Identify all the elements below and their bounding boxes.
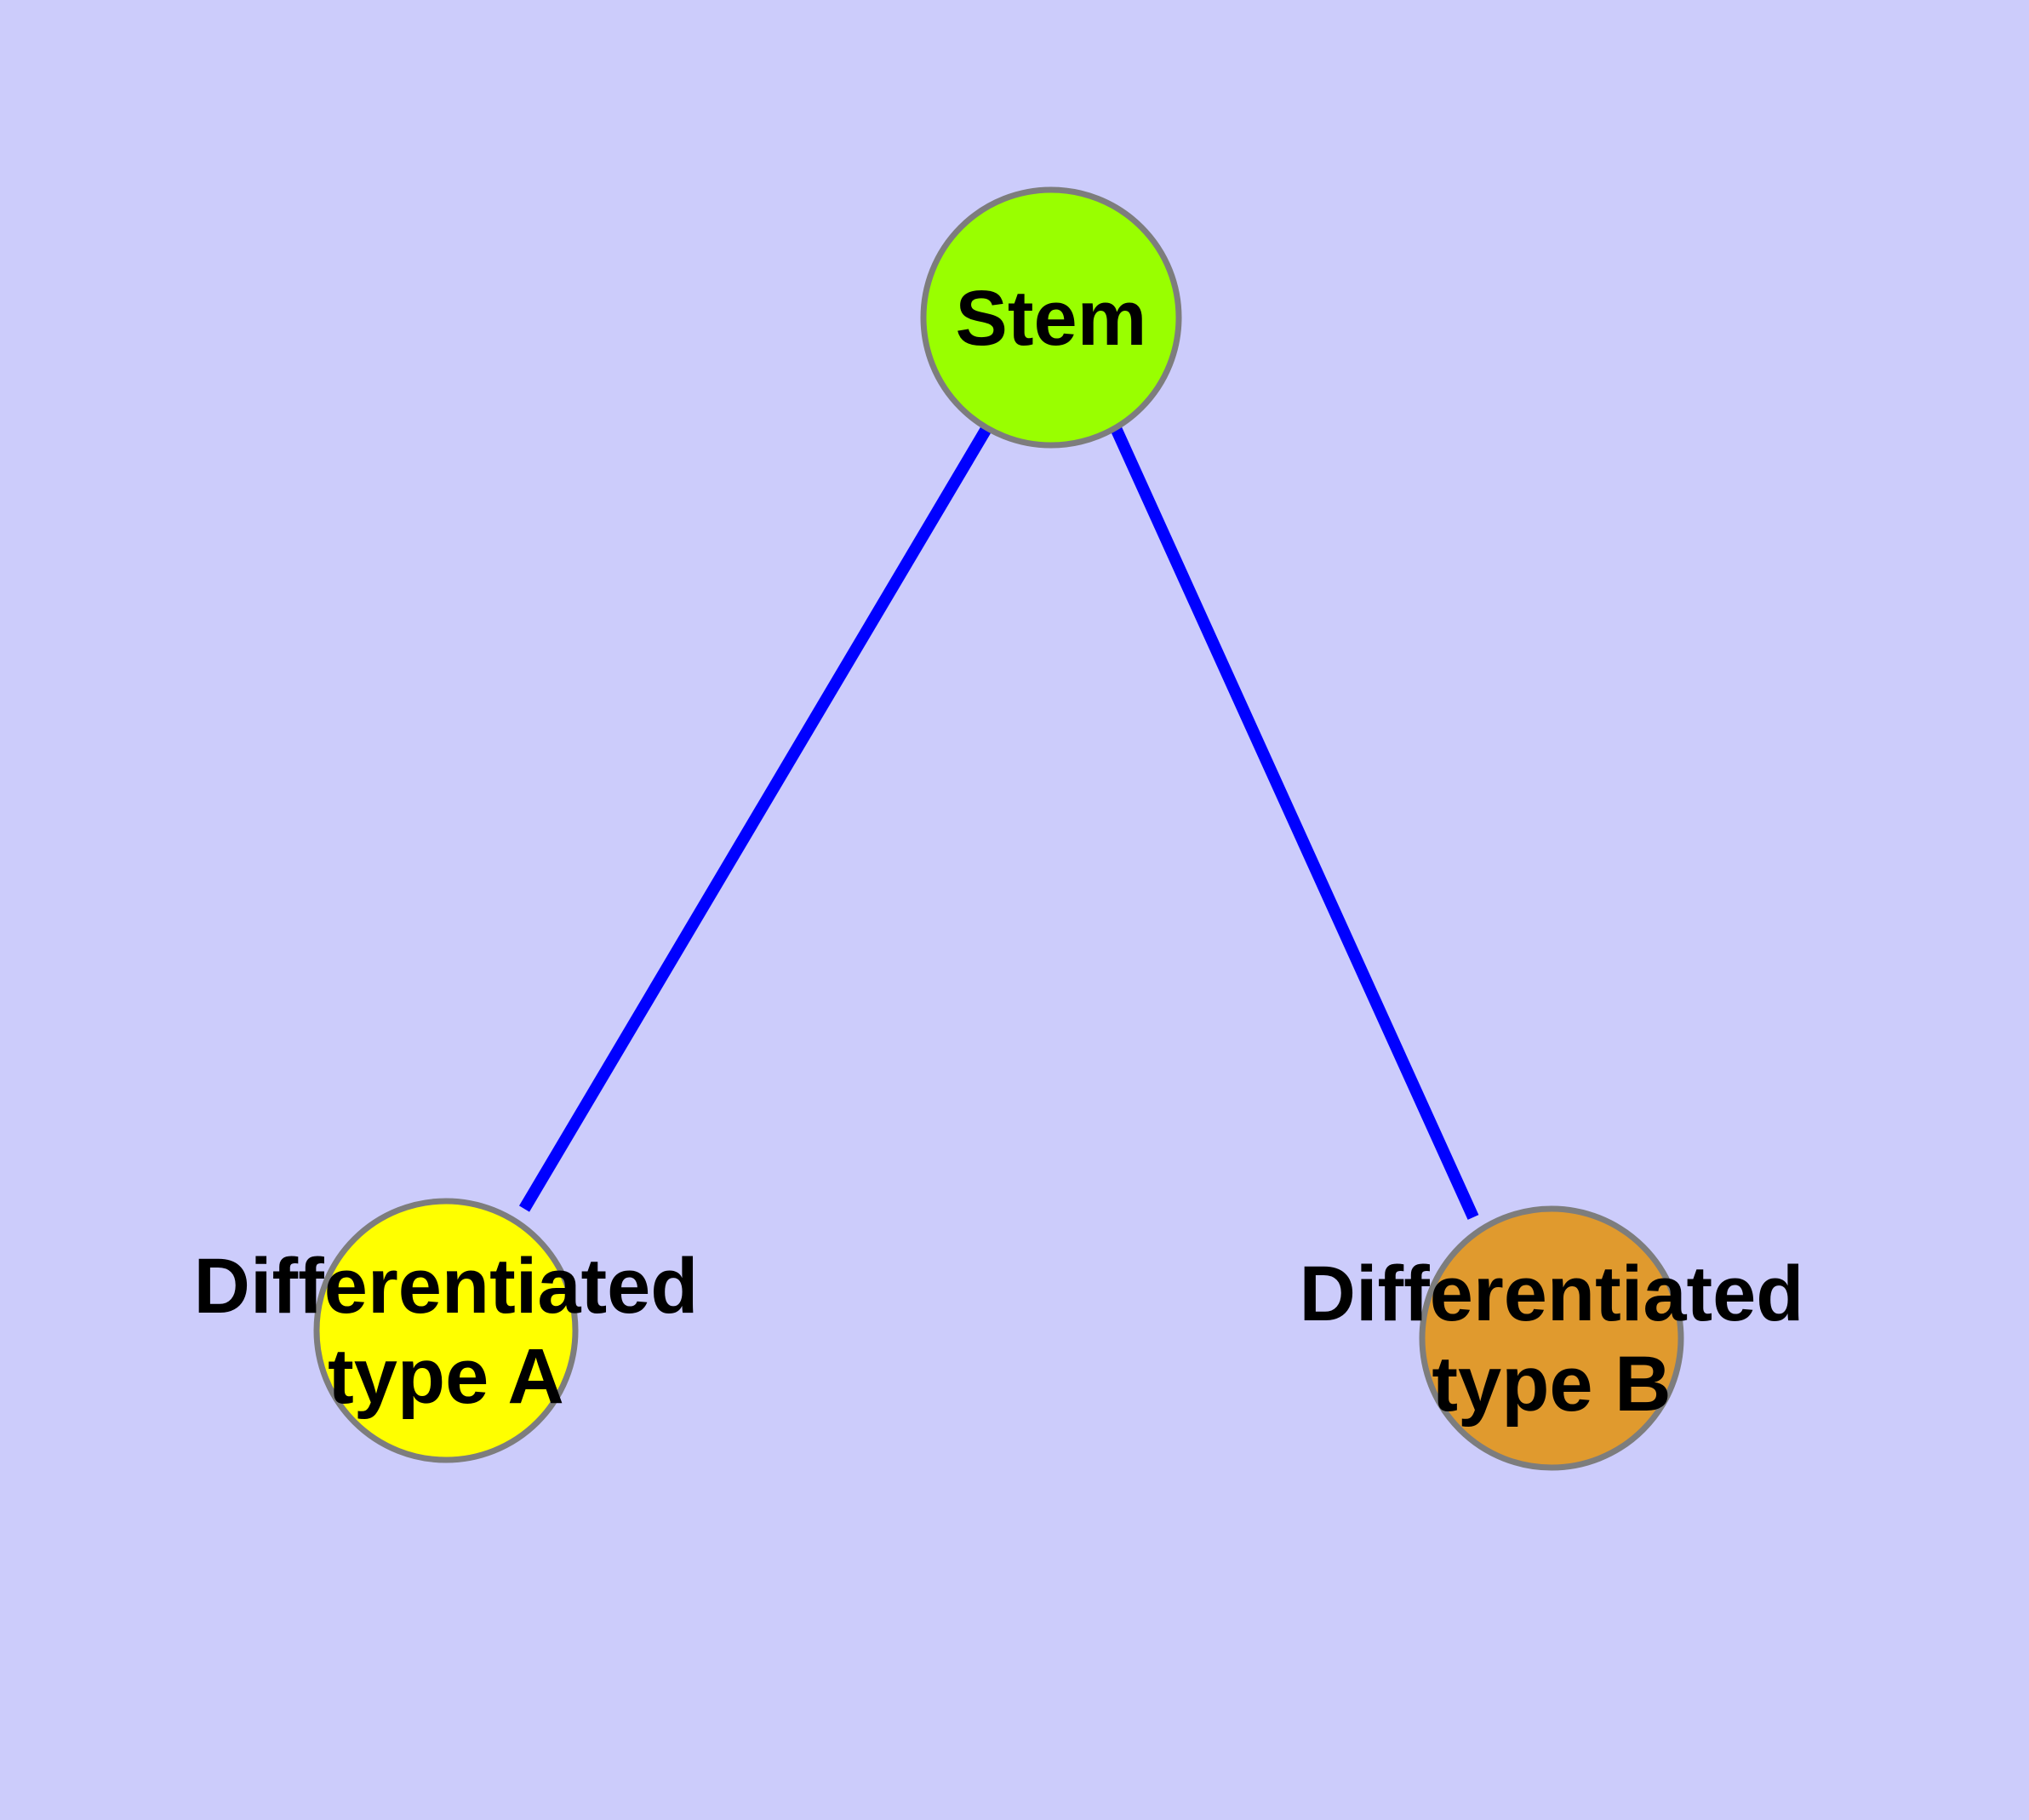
node-label-differentiated-type-a-line2: type A — [328, 1333, 564, 1420]
node-label-stem: Stem — [956, 275, 1147, 362]
nodes-group — [313, 186, 1684, 1471]
node-label-differentiated-type-a-line1: Differentiated — [194, 1243, 699, 1330]
edge-stem-to-differentiated-type-b — [1110, 426, 1479, 1220]
labels-group: Stem Differentiated type A Differentiate… — [194, 275, 1804, 1428]
node-label-differentiated-type-b-line2: type B — [1432, 1341, 1671, 1428]
node-differentiated-type-a[interactable] — [313, 1198, 579, 1463]
edge-stem-to-differentiated-type-a — [518, 424, 993, 1212]
node-label-differentiated-type-b-line1: Differentiated — [1300, 1251, 1804, 1337]
edges-group — [518, 424, 1479, 1220]
node-stem[interactable] — [920, 186, 1182, 449]
node-differentiated-type-b[interactable] — [1419, 1205, 1684, 1471]
